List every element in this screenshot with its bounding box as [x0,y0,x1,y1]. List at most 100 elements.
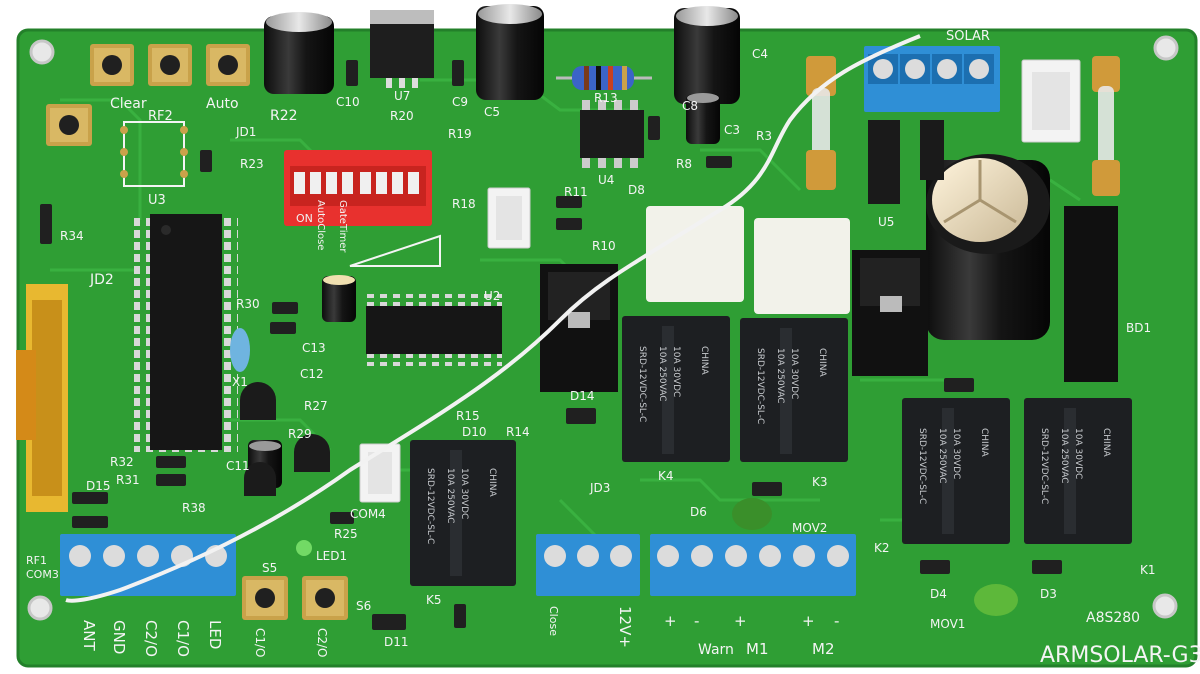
relay-markings: SRD-12VDC-SL-C 10A 250VAC 10A 30VDC CHIN… [425,346,1111,544]
label-c3: C3 [724,123,740,137]
relay-k4-origin: CHINA [699,346,709,375]
relay-k2-model: SRD-12VDC-SL-C [917,428,927,504]
label-term-c2: C2/O [142,620,160,657]
label-minus-1: - [694,612,699,630]
relay-k4-rating2: 10A 30VDC [671,346,681,397]
silkscreen-labels: Clear Auto RF2 U3 R22 C10 U7 C9 C5 C4 R1… [26,29,1200,668]
varistors [296,498,1018,616]
ic-u4 [580,100,644,168]
label-r22: R22 [270,108,298,124]
label-k5: K5 [426,593,442,607]
label-c12: C12 [300,367,324,381]
label-c9: C9 [452,95,468,109]
smd-parts [40,60,1062,630]
label-term-ant: ANT [80,620,98,651]
label-r11: R11 [564,185,588,199]
label-jd2: JD2 [89,272,114,288]
ic-u2 [366,294,502,366]
label-r29: R29 [288,427,312,441]
relay-k5-rating2: 10A 30VDC [459,468,469,519]
relay-k5-origin: CHINA [487,468,497,497]
label-u5: U5 [878,215,894,229]
rf2-module [120,121,188,187]
label-plus-1: + [664,612,677,630]
label-term-warn: Warn [698,642,734,658]
heatsinks [540,120,1118,392]
label-term-m1: M1 [746,640,769,658]
label-r31: R31 [116,473,140,487]
label-c5: C5 [484,105,500,119]
label-r27: R27 [304,399,328,413]
label-u4: U4 [598,173,614,187]
label-d10: D10 [462,425,487,439]
label-d8: D8 [628,183,645,197]
label-clear: Clear [110,96,147,112]
label-s6: S6 [356,599,371,613]
relay-k2-rating2: 10A 30VDC [951,428,961,479]
label-r18: R18 [452,197,476,211]
label-gatetimer: GateTimer [337,200,348,253]
relay-k3-rating1: 10A 250VAC [775,348,785,404]
label-term-m2: M2 [812,640,835,658]
dip-switch [284,150,432,226]
tactile-buttons-top [46,44,250,146]
label-r32: R32 [110,455,134,469]
label-rf1: RF1 [26,554,47,567]
label-x1: X1 [232,375,248,389]
label-c4: C4 [752,47,768,61]
label-r38: R38 [182,501,206,515]
label-com3: COM3 [26,568,59,581]
label-bd1: BD1 [1126,321,1151,335]
label-c8: C8 [682,99,698,113]
label-r30: R30 [236,297,260,311]
resistor-r13 [556,66,652,90]
label-d14: D14 [570,389,595,403]
relay-k5-rating1: 10A 250VAC [445,468,455,524]
label-jd1: JD1 [235,125,256,139]
tactile-buttons-bottom [242,576,348,620]
label-solar: SOLAR [946,29,990,44]
label-mov2: MOV2 [792,521,827,535]
label-r23: R23 [240,157,264,171]
label-r8: R8 [676,157,692,171]
label-r25: R25 [334,527,358,541]
transistors [240,382,330,496]
fuses [806,56,1120,196]
relay-k3-rating2: 10A 30VDC [789,348,799,399]
antenna-wire [65,34,921,603]
label-term-gnd: GND [110,620,128,654]
label-r3: R3 [756,129,772,143]
label-term-led: LED [206,620,224,649]
label-k1: K1 [1140,563,1156,577]
label-c13: C13 [302,341,326,355]
label-k2: K2 [874,541,890,555]
label-k3: K3 [812,475,828,489]
relays [410,316,1132,586]
relay-k4-rating1: 10A 250VAC [657,346,667,402]
relay-k3-origin: CHINA [817,348,827,377]
label-btn-c1: C1/O [253,628,267,658]
label-r14: R14 [506,425,530,439]
label-u3: U3 [148,193,166,208]
label-jd3: JD3 [589,481,610,495]
label-u7: U7 [394,89,410,103]
label-btn-c2: C2/O [315,628,329,658]
label-s5: S5 [262,561,277,575]
label-minus-3: - [834,612,839,630]
label-auto: Auto [206,96,239,112]
microcontroller [134,214,238,452]
label-r20: R20 [390,109,414,123]
label-r13: R13 [594,91,618,105]
relay-k2-origin: CHINA [979,428,989,457]
terminal-blocks [60,46,1000,596]
label-r19: R19 [448,127,472,141]
label-dip-on: ON [296,212,313,225]
label-r34: R34 [60,229,84,243]
mounting-holes [27,35,1179,621]
relay-k1-model: SRD-12VDC-SL-C [1039,428,1049,504]
label-led1: LED1 [316,549,347,563]
label-board-code: A8S280 [1086,610,1140,626]
label-plus-3: + [802,612,815,630]
